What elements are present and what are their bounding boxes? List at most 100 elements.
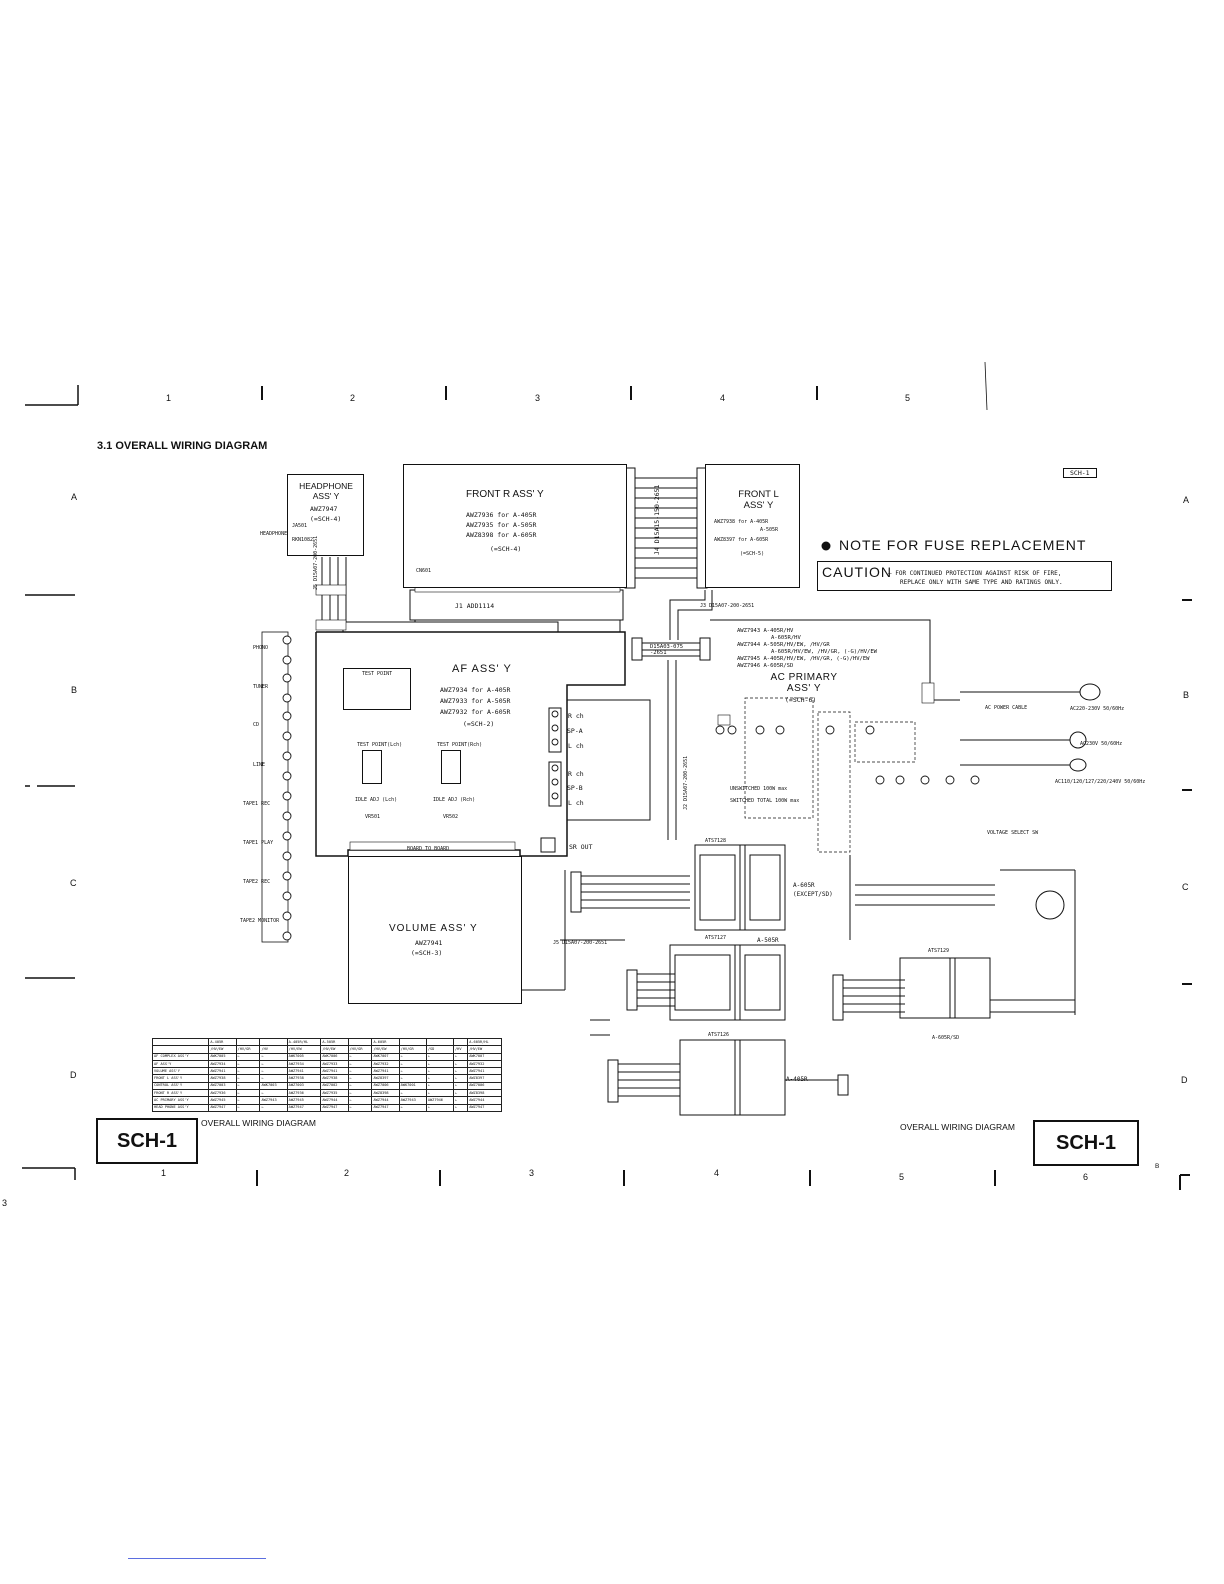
table-cell: ← [425, 1103, 455, 1112]
table-cell: AWZ7938 [320, 1074, 349, 1083]
table-cell [398, 1037, 427, 1047]
grid-row-d-right: D [1181, 1075, 1188, 1085]
footer-link-underline [128, 1558, 266, 1559]
ac-primary-line-1: AWZ7943 A-405R/HV [737, 628, 794, 634]
table-cell: FRONT L ASS'Y [151, 1074, 210, 1083]
table-cell: ← [347, 1052, 373, 1061]
table-cell: AWZ7938 [208, 1074, 237, 1083]
input-line: LINE [253, 762, 266, 768]
table-cell: AWZ7945 [208, 1096, 237, 1105]
grid-col-3: 3 [535, 393, 541, 403]
ac-primary-ref: (=SCH-6) [785, 696, 817, 704]
speaker-b-lch: L ch [568, 799, 584, 807]
table-cell: ← [347, 1096, 373, 1105]
table-cell [425, 1037, 455, 1047]
table-cell: AWZ7006 [467, 1081, 502, 1091]
transformer-ats7126-note: A-405R [786, 1076, 808, 1083]
table-cell: ← [453, 1059, 469, 1069]
af-vr-l: VR501 [365, 814, 381, 820]
caution-line-2: REPLACE ONLY WITH SAME TYPE AND RATINGS … [900, 579, 1063, 586]
parts-table-header-1: A-405R A-405R/HL A-505R A-605R A-605R/HL [151, 1037, 502, 1047]
table-cell: ← [259, 1052, 288, 1061]
table-cell: ← [259, 1074, 288, 1083]
table-cell: ← [453, 1067, 469, 1076]
table-cell: ← [453, 1081, 469, 1091]
table-cell: AWK7006 [320, 1052, 349, 1061]
headphone-title: HEADPHONE ASS' Y [299, 481, 353, 501]
front-l-ref: (=SCH-5) [740, 551, 765, 557]
grid-col-bottom-1: 1 [161, 1168, 167, 1178]
input-tuner: TUNER [253, 684, 269, 690]
transformer-ats7128-note: A-605R (EXCEPT/SD) [793, 882, 833, 898]
af-ref: (=SCH-2) [463, 720, 495, 728]
table-cell: ← [453, 1096, 469, 1105]
table-cell: AWZ7941 [320, 1067, 349, 1076]
page-number: 3 [2, 1198, 8, 1208]
headphone-part: AWZ7947 [310, 505, 338, 513]
transformer-ats7129-note: A-605R/SD [932, 1035, 960, 1041]
input-tape2-monitor: TAPE2 MONITOR [240, 918, 280, 924]
unswitched-label: UNSWITCHED 100W max [730, 786, 788, 792]
table-cell [235, 1037, 261, 1047]
table-cell: /HV [453, 1045, 469, 1054]
fuse-note-heading: NOTE FOR FUSE REPLACEMENT [839, 537, 1087, 553]
front-l-title: FRONT L ASS' Y [738, 489, 779, 511]
table-cell: AWZ7934 [286, 1059, 322, 1069]
table-cell: AWZ7947 [208, 1103, 237, 1112]
j2-label: J2 D15A07-200-2651 [683, 755, 689, 810]
table-cell: AWZ7936 [208, 1089, 237, 1098]
af-idle-l: IDLE ADJ (Lch) [355, 797, 398, 803]
table-cell: AWZ7944 [371, 1096, 400, 1105]
table-cell: AWZ7935 [320, 1089, 349, 1098]
volume-title: VOLUME ASS' Y [389, 923, 478, 934]
transformer-ats7127-note: A-505R [757, 937, 779, 944]
table-cell [151, 1037, 210, 1047]
footer-label-left: OVERALL WIRING DIAGRAM [201, 1118, 316, 1128]
af-tp-l-block [362, 750, 382, 784]
grid-col-2: 2 [350, 393, 356, 403]
table-cell: AWZ7003 [286, 1081, 322, 1091]
transformer-ats7128: ATS7128 [705, 838, 727, 844]
table-cell: AWZ7941 [371, 1067, 400, 1076]
caution-word: CAUTION [822, 564, 892, 580]
table-cell: AWK7005 [286, 1052, 322, 1061]
table-cell: AWZ7941 [467, 1067, 502, 1076]
d15-label: D15A03-075 -2651 [650, 644, 684, 656]
af-test-point-l: TEST POINT(Lch) [357, 742, 403, 748]
table-cell: ← [398, 1059, 427, 1069]
sheet-id-right: SCH-1 [1033, 1120, 1139, 1166]
grid-col-1: 1 [166, 393, 172, 403]
table-cell: AWK7007 [371, 1052, 400, 1061]
transformer-ats7129: ATS7129 [928, 948, 950, 954]
table-cell: /HV/EW [467, 1045, 502, 1054]
table-cell: AWZ8398 [371, 1089, 400, 1098]
front-l-line-1: AWZ7938 for A-405R [714, 519, 769, 525]
table-cell: ← [398, 1089, 427, 1098]
section-title: 3.1 OVERALL WIRING DIAGRAM [97, 440, 268, 452]
table-cell: ← [259, 1067, 288, 1076]
table-cell: /HV/EW [320, 1045, 349, 1054]
table-cell: AWK7007 [467, 1052, 502, 1061]
table-cell: ← [235, 1067, 261, 1076]
table-cell: AWZ7947 [371, 1103, 400, 1112]
table-cell: AWZ8397 [467, 1074, 502, 1083]
table-cell: ← [235, 1096, 261, 1105]
table-cell: ← [398, 1103, 427, 1112]
input-tape1-play: TAPE1 PLAY [243, 840, 274, 846]
sheet-id-left: SCH-1 [96, 1118, 198, 1164]
table-cell: AWZ7944 [320, 1096, 349, 1105]
j4-label: J4 D15A15-150-2651 [653, 484, 661, 555]
volume-part: AWZ7941 [415, 939, 443, 947]
j3-label: J3 D15A07-200-2651 [700, 603, 755, 609]
footer-label-right: OVERALL WIRING DIAGRAM [900, 1122, 1015, 1132]
table-cell: A-405R [208, 1037, 237, 1047]
grid-col-bottom-5: 5 [899, 1172, 905, 1182]
grid-row-a-right: A [1183, 495, 1190, 505]
grid-col-bottom-6: 6 [1083, 1172, 1089, 1182]
table-cell: ← [347, 1067, 373, 1076]
ac-primary-line-4: A-605R/HV/EW, /HV/GR, (-G)/HV/EW [771, 649, 877, 655]
headphone-jack-label: HEADPHONE [260, 531, 288, 537]
af-test-point: TEST POINT [362, 671, 393, 677]
